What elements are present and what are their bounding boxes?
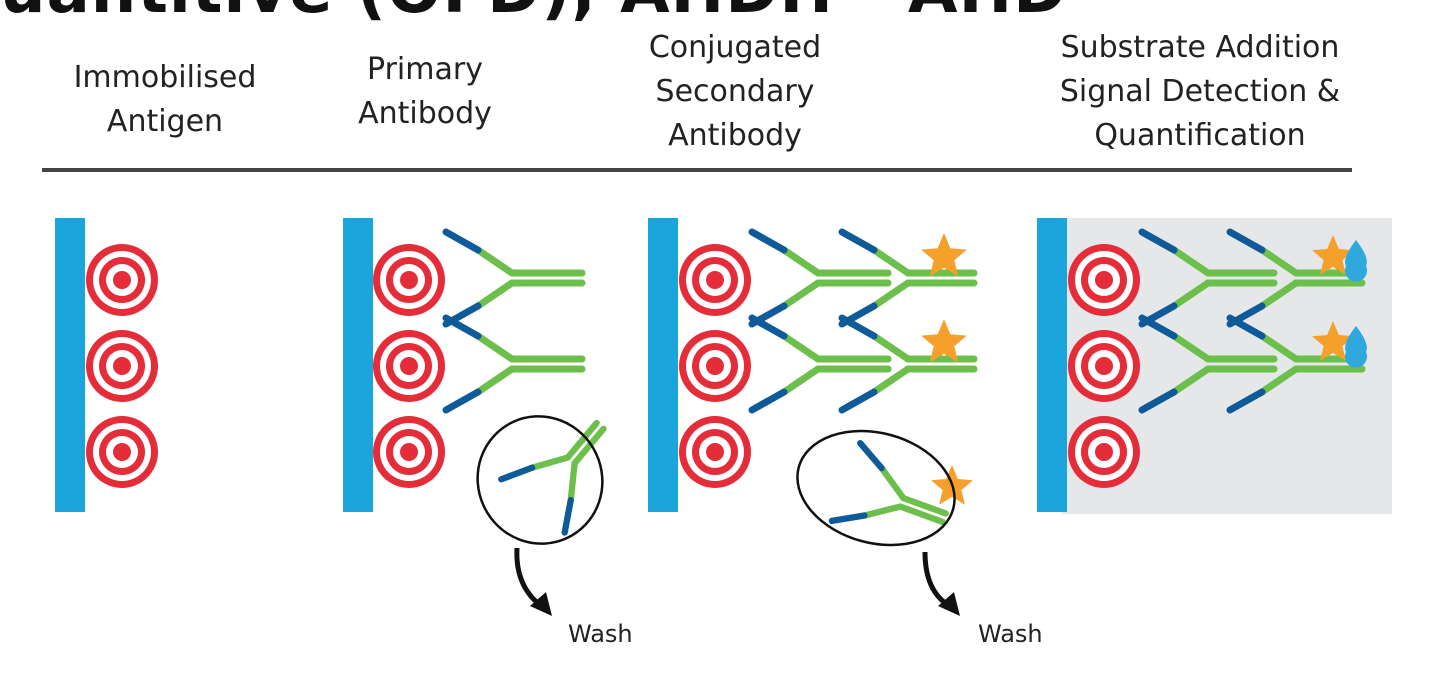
water-drop-icon (1344, 326, 1367, 368)
antigen-target-icon (373, 416, 445, 488)
wash-ellipse (796, 429, 956, 547)
curved-arrow-icon (922, 551, 950, 608)
star-conjugate-icon (921, 319, 967, 363)
curved-arrow-icon (514, 547, 542, 607)
step-heading-conjugated-secondary-antibody: Conjugated Secondary Antibody (648, 30, 822, 153)
antibody-y-icon (442, 314, 586, 414)
cut-off-title: uantitive (OFD), AHDH - AHD (0, 0, 1440, 28)
surface-bar (343, 218, 373, 512)
antigen-target-icon (679, 244, 751, 316)
wash-label: Wash (568, 620, 633, 648)
antigen-target-icon (373, 244, 445, 316)
antibody-y-icon (838, 228, 978, 328)
antigen-target-icon (1068, 416, 1140, 488)
water-drop-icon (1344, 240, 1367, 282)
antibody-y-icon (442, 228, 586, 328)
antigen-target-icon (86, 330, 158, 402)
antigen-target-icon (1068, 330, 1140, 402)
surface-bar (55, 218, 85, 512)
antigen-target-icon (1068, 244, 1140, 316)
step-heading-immobilised-antigen: Immobilised Antigen (73, 60, 257, 139)
star-conjugate-icon (921, 233, 967, 277)
surface-bar (1037, 218, 1067, 512)
antigen-target-icon (373, 330, 445, 402)
wash-label: Wash (978, 620, 1043, 648)
wash-ellipse (476, 415, 604, 545)
antigen-target-icon (86, 244, 158, 316)
step-heading-substrate-detection: Substrate Addition Signal Detection & Qu… (1059, 30, 1341, 153)
star-conjugate-icon (1312, 235, 1354, 275)
antigen-target-icon (86, 416, 158, 488)
antigen-target-icon (679, 416, 751, 488)
antigen-target-icon (679, 330, 751, 402)
surface-bar (648, 218, 678, 512)
antibody-y-icon (498, 419, 607, 536)
step-heading-primary-antibody: Primary Antibody (358, 52, 492, 131)
antibody-y-icon (748, 228, 892, 328)
antibody-y-icon (1226, 314, 1366, 414)
antibody-y-icon (838, 314, 978, 414)
antibody-y-icon (748, 314, 892, 414)
star-conjugate-icon (1312, 321, 1354, 361)
antibody-y-icon (828, 439, 949, 526)
curved-arrow-icon (530, 592, 552, 616)
antibody-y-icon (1138, 314, 1278, 414)
curved-arrow-icon (938, 592, 960, 616)
